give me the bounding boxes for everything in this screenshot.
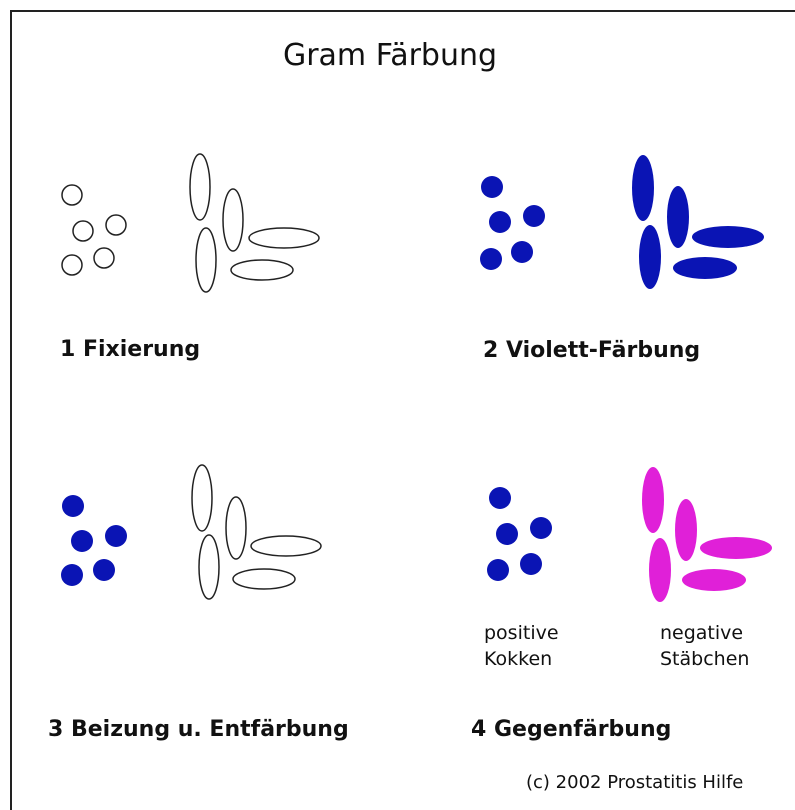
- rod: [249, 228, 319, 248]
- negative-caption-line-1: negative: [660, 620, 749, 646]
- coccus: [489, 487, 511, 509]
- rod: [231, 260, 293, 280]
- rod: [192, 465, 212, 531]
- rod: [226, 497, 246, 559]
- rod: [667, 186, 689, 248]
- coccus: [62, 255, 82, 275]
- coccus: [105, 525, 127, 547]
- panel-2-violett-faerbung: [480, 155, 764, 289]
- panel-3-rods: [192, 465, 321, 599]
- rod: [642, 467, 664, 533]
- rod: [223, 189, 243, 251]
- rod: [632, 155, 654, 221]
- panel-4-cocci: [487, 487, 552, 581]
- step-4-label: 4 Gegenfärbung: [471, 717, 671, 742]
- coccus: [73, 221, 93, 241]
- rod: [692, 226, 764, 248]
- positive-caption-line-2: Kokken: [484, 646, 559, 672]
- rod: [673, 257, 737, 279]
- rod: [675, 499, 697, 561]
- coccus: [530, 517, 552, 539]
- panel-3-cocci: [61, 495, 127, 586]
- positive-caption-line-1: positive: [484, 620, 559, 646]
- coccus: [62, 495, 84, 517]
- coccus: [61, 564, 83, 586]
- coccus: [106, 215, 126, 235]
- coccus: [62, 185, 82, 205]
- rod: [196, 228, 216, 292]
- coccus: [489, 211, 511, 233]
- negative-caption-line-2: Stäbchen: [660, 646, 749, 672]
- rod: [233, 569, 295, 589]
- rod: [700, 537, 772, 559]
- rod: [649, 538, 671, 602]
- step-2-label: 2 Violett-Färbung: [483, 338, 700, 363]
- rod: [639, 225, 661, 289]
- coccus: [523, 205, 545, 227]
- step-3-label: 3 Beizung u. Entfärbung: [48, 717, 349, 742]
- coccus: [93, 559, 115, 581]
- coccus: [94, 248, 114, 268]
- panel-1-rods: [190, 154, 319, 292]
- positive-cocci-caption: positive Kokken: [484, 620, 559, 672]
- panel-2-cocci: [480, 176, 545, 270]
- coccus: [511, 241, 533, 263]
- panel-4-rods: [642, 467, 772, 602]
- rod: [199, 535, 219, 599]
- coccus: [496, 523, 518, 545]
- panel-4-gegenfaerbung: [487, 467, 772, 602]
- negative-rods-caption: negative Stäbchen: [660, 620, 749, 672]
- rod: [251, 536, 321, 556]
- step-1-label: 1 Fixierung: [60, 337, 200, 362]
- copyright-notice: (c) 2002 Prostatitis Hilfe: [526, 772, 743, 793]
- rod: [190, 154, 210, 220]
- coccus: [71, 530, 93, 552]
- panel-1-cocci: [62, 185, 126, 275]
- panel-3-beizung-entfaerbung: [61, 465, 321, 599]
- rod: [682, 569, 746, 591]
- coccus: [487, 559, 509, 581]
- coccus: [480, 248, 502, 270]
- panel-2-rods: [632, 155, 764, 289]
- coccus: [520, 553, 542, 575]
- coccus: [481, 176, 503, 198]
- panel-1-fixierung: [62, 154, 319, 292]
